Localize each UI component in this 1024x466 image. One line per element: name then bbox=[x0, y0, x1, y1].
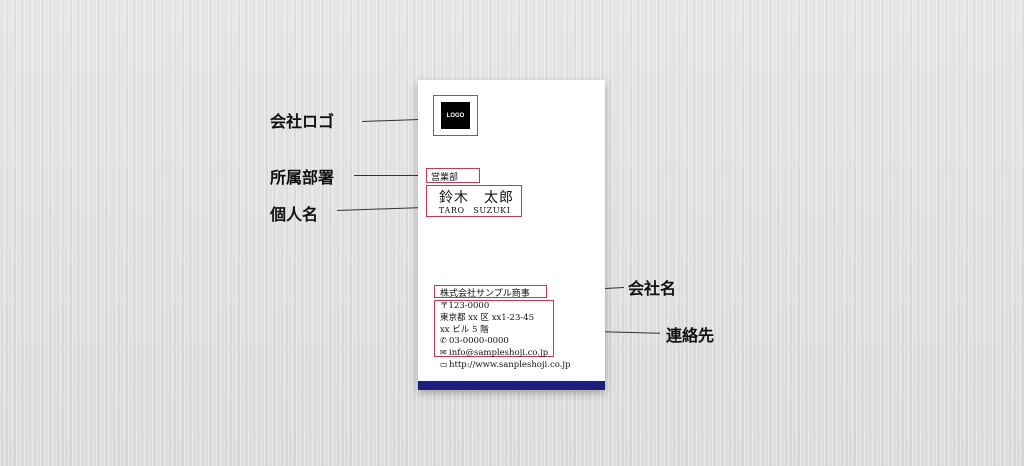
company-name: 株式会社サンプル商事 bbox=[440, 289, 530, 299]
phone-line: ✆03-0000-0000 bbox=[440, 336, 509, 346]
company-name-highlight: 株式会社サンプル商事 bbox=[434, 285, 547, 299]
callout-department: 所属部署 bbox=[270, 168, 335, 187]
email-address: info@sampleshoji.co.jp bbox=[449, 348, 549, 358]
callout-contact: 連絡先 bbox=[666, 326, 715, 345]
leader-line-department bbox=[354, 175, 428, 176]
phone-number: 03-0000-0000 bbox=[449, 336, 509, 346]
contact-highlight bbox=[434, 300, 554, 357]
person-name: 鈴木 太郎 bbox=[439, 190, 514, 206]
card-bottom-band bbox=[418, 381, 605, 390]
callout-logo: 会社ロゴ bbox=[270, 112, 335, 131]
leader-line-person-name bbox=[337, 206, 428, 211]
postal-code-text: 〒123-0000 bbox=[440, 301, 490, 311]
logo-highlight: LOGO bbox=[433, 95, 478, 136]
address-line-1: 東京都 xx 区 xx1-23-45 bbox=[440, 313, 535, 323]
email-line: ✉info@sampleshoji.co.jp bbox=[440, 348, 548, 358]
website-line: ▭http://www.sanpleshoji.co.jp bbox=[440, 360, 570, 370]
website-url: http://www.sanpleshoji.co.jp bbox=[449, 360, 571, 370]
mail-icon: ✉ bbox=[440, 348, 447, 357]
callout-company-name: 会社名 bbox=[628, 279, 677, 298]
person-name-roman: TARO SUZUKI bbox=[439, 206, 511, 215]
callout-person-name: 個人名 bbox=[270, 205, 319, 224]
phone-icon: ✆ bbox=[440, 336, 447, 345]
postal-code: 〒123-0000 bbox=[440, 299, 489, 311]
business-card: LOGO 営業部 鈴木 太郎 TARO SUZUKI 株式会社サンプル商事 〒1… bbox=[418, 80, 605, 390]
department-highlight: 営業部 bbox=[426, 168, 480, 183]
monitor-icon: ▭ bbox=[440, 360, 448, 369]
person-name-highlight: 鈴木 太郎 TARO SUZUKI bbox=[426, 185, 522, 217]
department-text: 営業部 bbox=[431, 173, 459, 183]
company-logo: LOGO bbox=[441, 102, 470, 129]
address-line-2: xx ビル 5 階 bbox=[440, 325, 489, 335]
